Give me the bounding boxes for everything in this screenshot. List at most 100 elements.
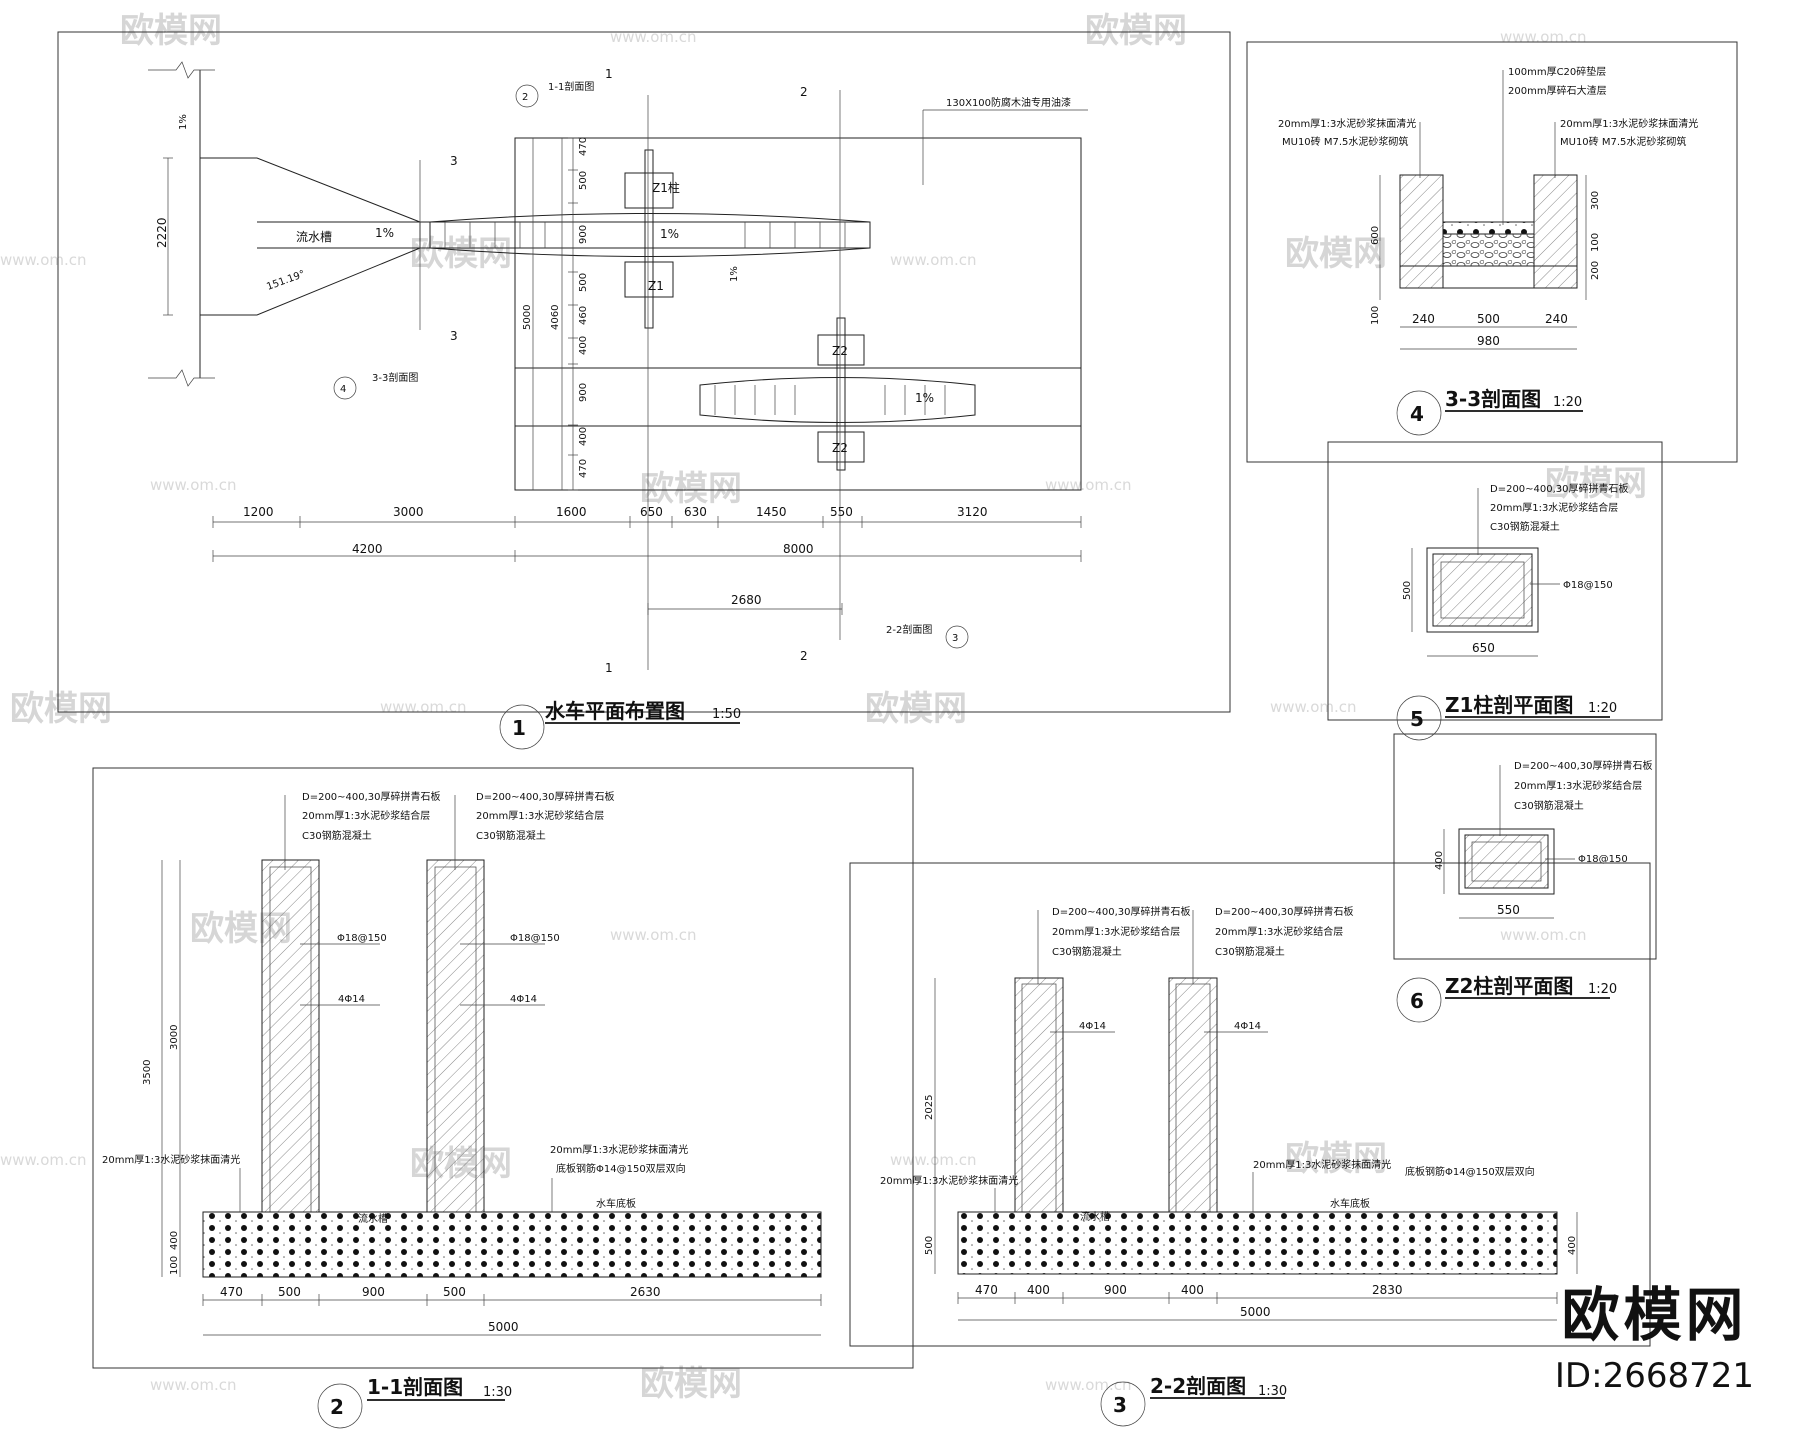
hdim: 500 — [1477, 312, 1500, 326]
floor-label: 水车底板 — [596, 1197, 636, 1210]
vdim-total: 5000 — [522, 305, 533, 330]
z2-scale: 1:20 — [1588, 982, 1617, 997]
note: D=200~400,30厚碎拼青石板 — [476, 790, 615, 803]
axle-2 — [836, 317, 846, 471]
note: D=200~400,30厚碎拼青石板 — [1490, 482, 1629, 495]
watermark-url: www.om.cn — [610, 926, 697, 944]
vdim: 400 — [578, 427, 589, 446]
z2-frame — [1393, 733, 1657, 960]
brand-stamp: 欧模网 ID:2668721 — [1555, 1268, 1754, 1396]
brand-name: 欧模网 — [1561, 1281, 1748, 1349]
note: 20mm厚1:3水泥砂浆结合层 — [302, 809, 430, 822]
note: 20mm厚1:3水泥砂浆抹面清光 — [1560, 117, 1698, 130]
brand-id: ID:2668721 — [1554, 1356, 1754, 1396]
dim-2220: 2220 — [155, 217, 169, 248]
axle-1 — [644, 149, 654, 329]
note: 底板钢筋Φ14@150双层双向 — [1405, 1165, 1535, 1178]
hdim: 3000 — [393, 505, 424, 519]
z2-h: 400 — [1434, 851, 1445, 870]
hdim: 8000 — [783, 542, 814, 556]
hdim: 3120 — [957, 505, 988, 519]
watermark-text: 欧模网 — [640, 469, 742, 509]
section-2-2: 2025 500 400 470 400 900 400 2830 5000 D… — [849, 862, 1651, 1427]
sec22-number: 3 — [1113, 1393, 1127, 1417]
vdim: 500 — [578, 171, 589, 190]
section-mark: 2 — [800, 85, 808, 99]
hdim: 980 — [1477, 334, 1500, 348]
note: MU10砖 M7.5水泥砂浆砌筑 — [1282, 135, 1408, 148]
sec22-frame — [849, 862, 1651, 1347]
z1-w: 650 — [1472, 641, 1495, 655]
section-mark: 1 — [605, 67, 613, 81]
column-z1-bottom — [624, 261, 674, 298]
watermark-text: 欧模网 — [1085, 11, 1187, 51]
wheel-2 — [699, 377, 976, 423]
z1-scale: 1:20 — [1588, 701, 1617, 716]
watermark-url: www.om.cn — [1045, 476, 1132, 494]
watermark-text: 欧模网 — [120, 11, 222, 51]
sec11-scale: 1:30 — [483, 1385, 512, 1400]
note: 20mm厚1:3水泥砂浆结合层 — [1490, 501, 1618, 514]
bar-b: 4Φ14 — [1234, 1021, 1261, 1032]
z2-rebar: Φ18@150 — [1578, 854, 1628, 865]
sec22-scale: 1:30 — [1258, 1384, 1287, 1399]
marker-num: 4 — [340, 384, 346, 395]
sec33-frame — [1246, 41, 1738, 463]
hdim: 1450 — [756, 505, 787, 519]
sec11-number: 2 — [330, 1395, 344, 1419]
vdim: 100 — [1370, 306, 1381, 325]
section-ref: 3-3剖面图 — [372, 371, 418, 384]
hdim: 2630 — [630, 1285, 661, 1299]
hdim: 400 — [1181, 1283, 1204, 1297]
note: 20mm厚1:3水泥砂浆结合层 — [1215, 925, 1343, 938]
watermark-url: www.om.cn — [1500, 926, 1587, 944]
note: MU10砖 M7.5水泥砂浆砌筑 — [1560, 135, 1686, 148]
note: C30钢筋混凝土 — [1052, 945, 1122, 958]
sec33-number: 4 — [1410, 402, 1424, 426]
watermark-text: 欧模网 — [10, 689, 112, 729]
hdim: 2680 — [731, 593, 762, 607]
section-mark: 1 — [605, 661, 613, 675]
vdim: 600 — [1370, 226, 1381, 245]
plan-scale: 1:50 — [712, 707, 741, 722]
column-z2-bottom — [817, 431, 865, 463]
watermark-text: 欧模网 — [1545, 464, 1647, 504]
hdim: 900 — [1104, 1283, 1127, 1297]
note: 20mm厚1:3水泥砂浆抹面清光 — [1253, 1158, 1391, 1171]
z1-rebar: Φ18@150 — [1563, 580, 1613, 591]
vdim: 100 — [1590, 233, 1601, 252]
channel-label: 流水槽 — [358, 1212, 388, 1225]
hdim: 500 — [278, 1285, 301, 1299]
vdim-sub: 4060 — [550, 305, 561, 330]
note: 20mm厚1:3水泥砂浆结合层 — [1514, 779, 1642, 792]
column-z1-top — [624, 172, 674, 209]
section-mark: 3 — [450, 154, 458, 168]
z1-frame — [1327, 441, 1663, 721]
sec33-scale: 1:20 — [1553, 395, 1582, 410]
watermark-url: www.om.cn — [890, 1151, 977, 1169]
vdim: 300 — [1590, 191, 1601, 210]
hdim: 630 — [684, 505, 707, 519]
hdim: 550 — [830, 505, 853, 519]
vdim: 2025 — [924, 1095, 935, 1120]
watermark-url: www.om.cn — [890, 251, 977, 269]
sec22-title: 2-2剖面图 — [1150, 1374, 1246, 1398]
bar-a: 4Φ14 — [1079, 1021, 1106, 1032]
rebar-b: Φ18@150 — [510, 933, 560, 944]
vdim: 500 — [924, 1236, 935, 1255]
vdim: 400 — [169, 1231, 180, 1250]
note: 200mm厚碎石大渣层 — [1508, 84, 1607, 97]
z1-title: Z1柱剖平面图 — [1445, 693, 1573, 717]
hdim: 900 — [362, 1285, 385, 1299]
note: 20mm厚1:3水泥砂浆抹面清光 — [102, 1153, 240, 1166]
note: 20mm厚1:3水泥砂浆结合层 — [1052, 925, 1180, 938]
pond-outline — [514, 137, 1082, 491]
watermark-url: www.om.cn — [610, 28, 697, 46]
slope-label: 1% — [178, 114, 189, 130]
watermark-text: 欧模网 — [865, 689, 967, 729]
hdim: 2830 — [1372, 1283, 1403, 1297]
note: D=200~400,30厚碎拼青石板 — [1052, 905, 1191, 918]
note: C30钢筋混凝土 — [302, 829, 372, 842]
z1-section: 500 650 Φ18@150 D=200~400,30厚碎拼青石板 20mm厚… — [1327, 441, 1663, 741]
channel-label: 流水槽 — [1080, 1210, 1110, 1223]
